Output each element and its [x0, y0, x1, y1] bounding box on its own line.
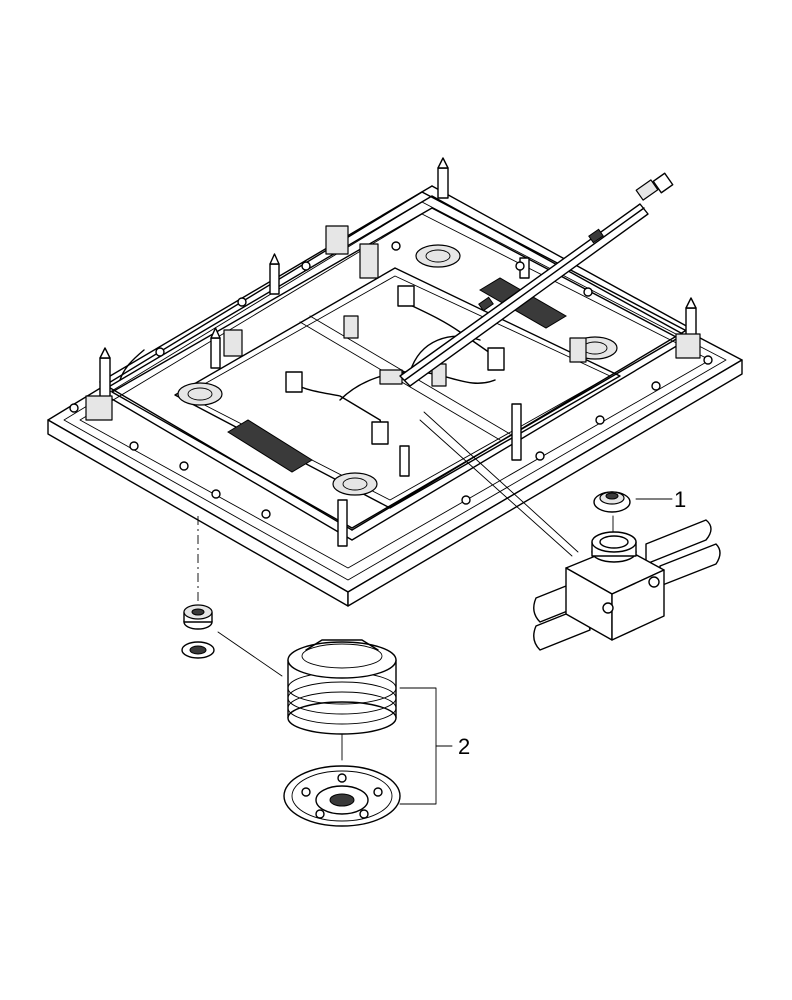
cable [119, 349, 145, 381]
drain-cartridge [287, 639, 397, 735]
valve-block [533, 519, 721, 651]
supply-hose [399, 172, 674, 387]
drain-cover-ring [283, 765, 401, 827]
small-seal-parts [181, 604, 215, 659]
corner-brackets [85, 225, 701, 421]
callout-2-bracket [399, 687, 437, 805]
callout-2: 2 [458, 734, 470, 759]
callout-1: 1 [674, 487, 686, 512]
plate-screws [69, 241, 713, 519]
mounting-studs [99, 157, 697, 547]
internal-piping [285, 285, 505, 445]
shower-plate-frame [47, 185, 743, 607]
check-valve-cap [593, 491, 631, 513]
